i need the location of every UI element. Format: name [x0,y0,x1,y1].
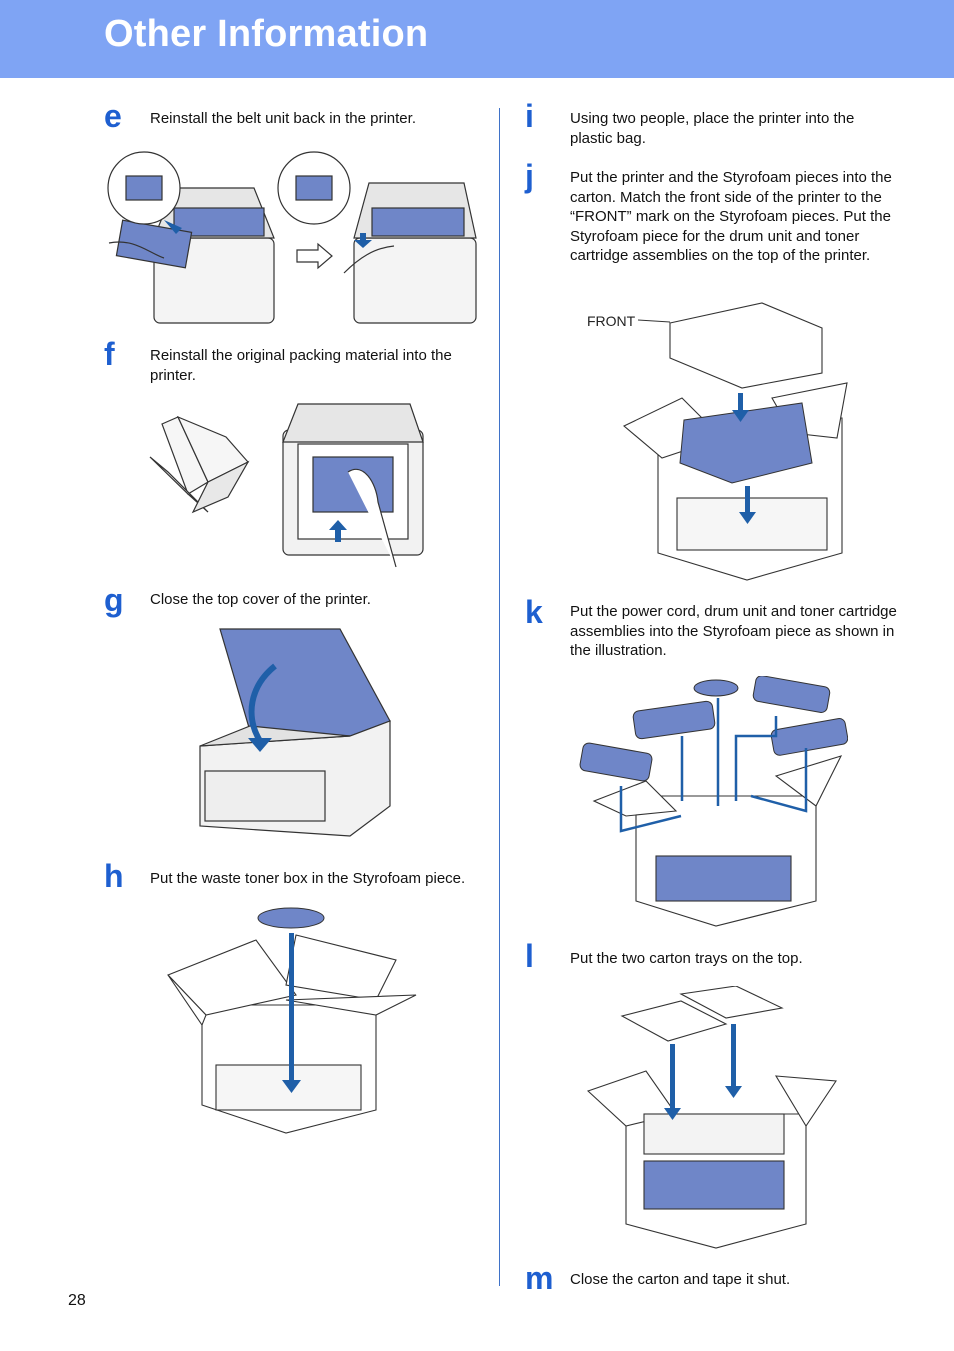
page-title: Other Information [104,13,429,55]
step-text-k: Put the power cord, drum unit and toner … [570,603,897,659]
step-letter-h: h [104,858,124,894]
step-text-g: Close the top cover of the printer. [150,591,371,608]
step-letter-f: f [104,336,115,372]
column-divider [499,108,500,1286]
step-text-f: Reinstall the original packing material … [150,347,452,384]
step-text-h: Put the waste toner box in the Styrofoam… [150,870,466,887]
step-text-e: Reinstall the belt unit back in the prin… [150,110,416,127]
illustration-carton-trays [586,986,840,1250]
step-letter-i: i [525,98,534,134]
illustration-cord-drum-toner [576,676,848,928]
step-letter-e: e [104,98,122,134]
step-text-m: Close the carton and tape it shut. [570,1271,791,1288]
step-letter-k: k [525,594,543,630]
step-letter-j: j [525,158,534,194]
page-header: Other Information [0,0,954,78]
step-text-i: Using two people, place the printer into… [570,110,855,147]
illustration-printer-into-carton [622,298,850,582]
illustration-waste-toner-box-carton [166,905,418,1135]
illustration-close-top-cover [190,626,392,838]
step-text-j: Put the printer and the Styrofoam pieces… [570,169,892,264]
illustration-packing-material [148,402,428,570]
step-letter-m: m [525,1260,554,1296]
step-letter-l: l [525,938,534,974]
front-label: FRONT [587,313,636,329]
page-number: 28 [68,1292,86,1309]
step-letter-g: g [104,582,124,618]
step-text-l: Put the two carton trays on the top. [570,950,803,967]
illustration-reinstall-belt-unit [104,148,482,328]
